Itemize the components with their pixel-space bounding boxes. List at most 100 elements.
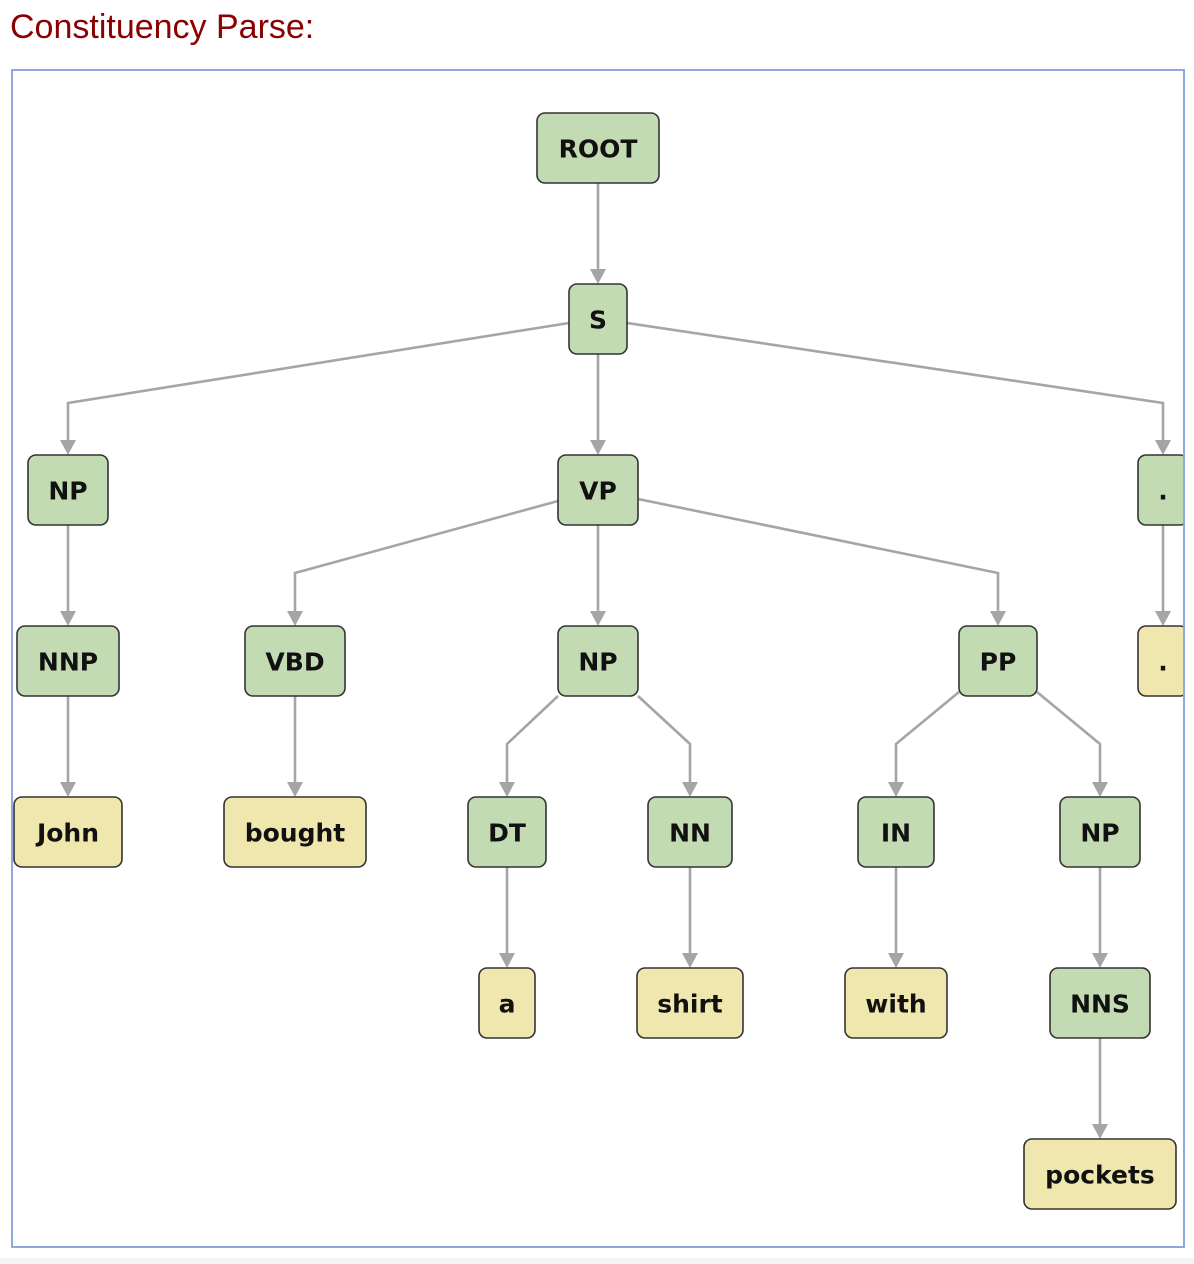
constituent-node: NP <box>557 625 639 697</box>
word-node: bought <box>223 796 367 868</box>
constituent-node: NNS <box>1049 967 1151 1039</box>
constituent-node: NNP <box>16 625 120 697</box>
node-box <box>16 625 120 697</box>
node-label: . <box>1158 648 1168 677</box>
arrowhead-icon <box>60 782 76 797</box>
node-box <box>557 454 639 526</box>
page-title: Constituency Parse: <box>10 8 315 46</box>
node-label: VP <box>579 477 617 506</box>
constituent-node: VP <box>557 454 639 526</box>
node-label: NN <box>669 819 711 848</box>
arrowhead-icon <box>888 953 904 968</box>
node-label: IN <box>881 819 911 848</box>
arrowhead-icon <box>287 611 303 626</box>
arrowhead-icon <box>990 611 1006 626</box>
constituent-node: ROOT <box>536 112 660 184</box>
node-label: pockets <box>1045 1161 1155 1190</box>
arrowhead-icon <box>590 611 606 626</box>
tree-edge <box>60 525 76 626</box>
edges-layer <box>60 183 1171 1139</box>
arrowhead-icon <box>1155 611 1171 626</box>
edge-line <box>894 690 960 782</box>
edge-line <box>637 695 692 782</box>
node-box <box>857 796 935 868</box>
node-label: bought <box>245 819 346 848</box>
constituent-node: NP <box>27 454 109 526</box>
constituent-node: IN <box>857 796 935 868</box>
arrowhead-icon <box>1155 440 1171 455</box>
word-node: shirt <box>636 967 744 1039</box>
bottom-divider <box>0 1258 1194 1264</box>
nodes-layer: ROOT S NP VP. NNP VBD NP PP. John bought DT NN IN NP a… <box>13 112 1183 1210</box>
node-box <box>1137 454 1183 526</box>
constituent-node: DT <box>467 796 547 868</box>
node-label: John <box>35 819 99 848</box>
arrowhead-icon <box>590 269 606 284</box>
node-box <box>636 967 744 1039</box>
node-box <box>467 796 547 868</box>
node-label: S <box>589 306 607 335</box>
edge-line <box>1036 690 1102 782</box>
node-label: NNP <box>38 648 98 677</box>
node-label: NP <box>1080 819 1119 848</box>
word-node: pockets <box>1023 1138 1177 1210</box>
arrowhead-icon <box>499 782 515 797</box>
node-box <box>958 625 1038 697</box>
tree-edge <box>637 497 1006 626</box>
tree-edge <box>888 690 960 797</box>
tree-edge <box>626 321 1171 455</box>
tree-edge <box>590 183 606 284</box>
node-box <box>844 967 948 1039</box>
node-box <box>647 796 733 868</box>
arrowhead-icon <box>1092 953 1108 968</box>
tree-edge <box>499 867 515 968</box>
tree-edge <box>60 696 76 797</box>
arrowhead-icon <box>1092 1124 1108 1139</box>
arrowhead-icon <box>888 782 904 797</box>
tree-edge <box>287 499 559 626</box>
word-node: John <box>13 796 123 868</box>
edge-line <box>505 695 559 782</box>
node-label: with <box>865 990 926 1019</box>
arrowhead-icon <box>1092 782 1108 797</box>
arrowhead-icon <box>287 782 303 797</box>
tree-edge <box>590 525 606 626</box>
arrowhead-icon <box>60 440 76 455</box>
parse-tree-diagram: ROOT S NP VP. NNP VBD NP PP. John bought DT NN IN NP a… <box>13 112 1183 1210</box>
constituent-node: S <box>568 283 628 355</box>
tree-edge <box>590 354 606 455</box>
node-label: ROOT <box>559 135 638 164</box>
tree-edge <box>1092 1038 1108 1139</box>
node-box <box>557 625 639 697</box>
node-label: DT <box>488 819 526 848</box>
tree-edge <box>888 867 904 968</box>
constituent-node: NP <box>1059 796 1141 868</box>
tree-edge <box>60 321 570 455</box>
tree-edge <box>1092 867 1108 968</box>
constituent-node: NN <box>647 796 733 868</box>
node-label: VBD <box>265 648 324 677</box>
node-label: . <box>1158 477 1168 506</box>
tree-edge <box>287 696 303 797</box>
node-box <box>1059 796 1141 868</box>
constituent-node: VBD <box>244 625 346 697</box>
arrowhead-icon <box>60 611 76 626</box>
node-label: NP <box>578 648 617 677</box>
constituent-node: PP <box>958 625 1038 697</box>
tree-edge <box>499 695 559 797</box>
node-label: NP <box>48 477 87 506</box>
arrowhead-icon <box>590 440 606 455</box>
node-box <box>223 796 367 868</box>
edge-line <box>626 321 1165 440</box>
node-box <box>1049 967 1151 1039</box>
node-box <box>1137 625 1183 697</box>
node-box <box>478 967 536 1039</box>
node-label: a <box>499 990 516 1019</box>
edge-line <box>66 321 570 440</box>
node-box <box>27 454 109 526</box>
word-node: with <box>844 967 948 1039</box>
node-box <box>13 796 123 868</box>
node-box <box>244 625 346 697</box>
arrowhead-icon <box>682 782 698 797</box>
node-label: NNS <box>1070 990 1130 1019</box>
